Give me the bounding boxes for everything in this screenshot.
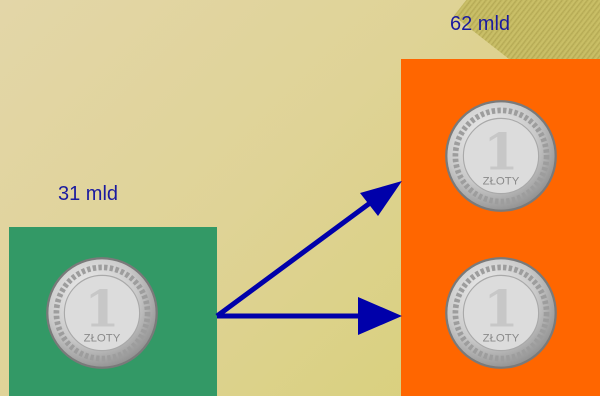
arrow-up-right — [217, 181, 402, 316]
arrow-right — [217, 297, 402, 335]
